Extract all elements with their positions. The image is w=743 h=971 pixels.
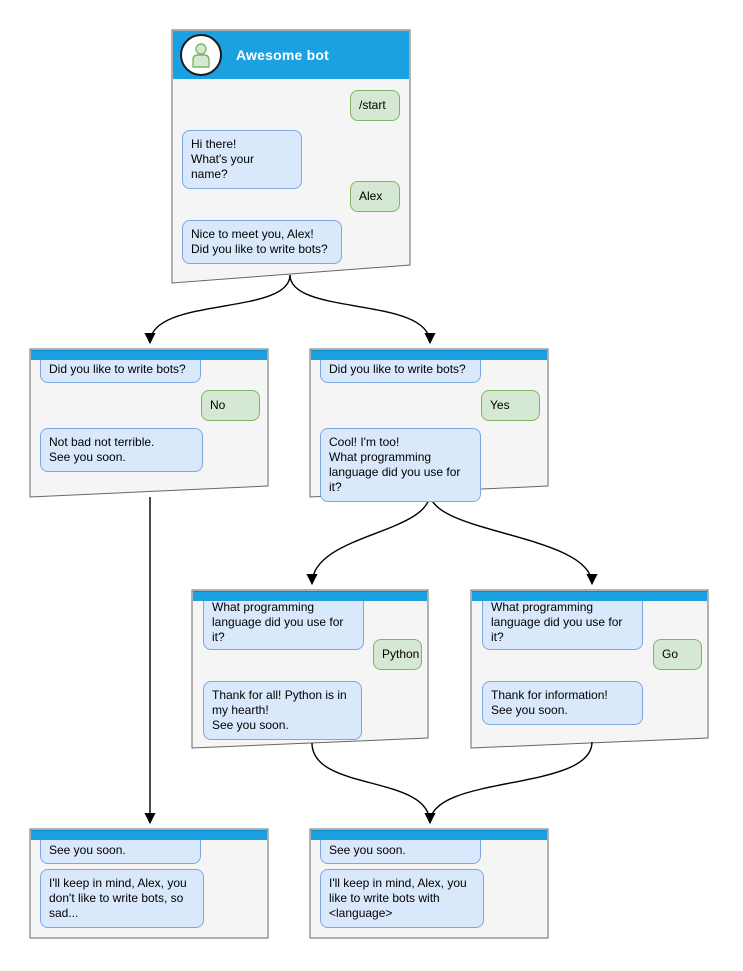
edge-yes-to-go[interactable] [429, 492, 598, 586]
node-branch-yes-header[interactable] [311, 350, 547, 360]
message-bot-question-language[interactable]: What programming language did you use fo… [482, 593, 643, 650]
message-bot-not-bad[interactable]: Not bad not terrible. See you soon. [40, 428, 203, 472]
message-bot-keep-in-mind-language[interactable]: I'll keep in mind, Alex, you like to wri… [320, 869, 484, 928]
message-user-start[interactable]: /start [350, 90, 400, 121]
node-branch-python-header[interactable] [193, 591, 427, 601]
node-end-no-header[interactable] [31, 830, 267, 840]
root-window-title: Awesome bot [236, 47, 329, 63]
message-user-name[interactable]: Alex [350, 181, 400, 212]
edge-root-to-no[interactable] [144, 274, 291, 345]
message-bot-thanks-python[interactable]: Thank for all! Python is in my hearth! S… [203, 681, 362, 740]
edge-go-to-end[interactable] [429, 741, 593, 824]
node-end-language-header[interactable] [311, 830, 547, 840]
message-bot-question-language[interactable]: What programming language did you use fo… [203, 593, 364, 650]
message-bot-nice-meet[interactable]: Nice to meet you, Alex! Did you like to … [182, 220, 342, 264]
root-window-header[interactable]: Awesome bot [173, 31, 409, 79]
message-user-python[interactable]: Python [373, 639, 422, 670]
edge-python-to-end[interactable] [311, 742, 436, 825]
message-user-no[interactable]: No [201, 390, 260, 421]
node-branch-no-header[interactable] [31, 350, 267, 360]
edge-root-to-yes[interactable] [289, 274, 436, 345]
edge-yes-to-python[interactable] [306, 492, 431, 586]
message-bot-greeting[interactable]: Hi there! What's your name? [182, 130, 302, 189]
node-branch-go-header[interactable] [472, 591, 707, 601]
bot-avatar [180, 34, 222, 76]
message-bot-thanks-info[interactable]: Thank for information! See you soon. [482, 681, 643, 725]
message-bot-cool-too[interactable]: Cool! I'm too! What programming language… [320, 428, 481, 502]
message-bot-keep-in-mind-no[interactable]: I'll keep in mind, Alex, you don't like … [40, 869, 204, 928]
message-user-yes[interactable]: Yes [481, 390, 540, 421]
person-icon [192, 43, 210, 68]
message-user-go[interactable]: Go [653, 639, 702, 670]
